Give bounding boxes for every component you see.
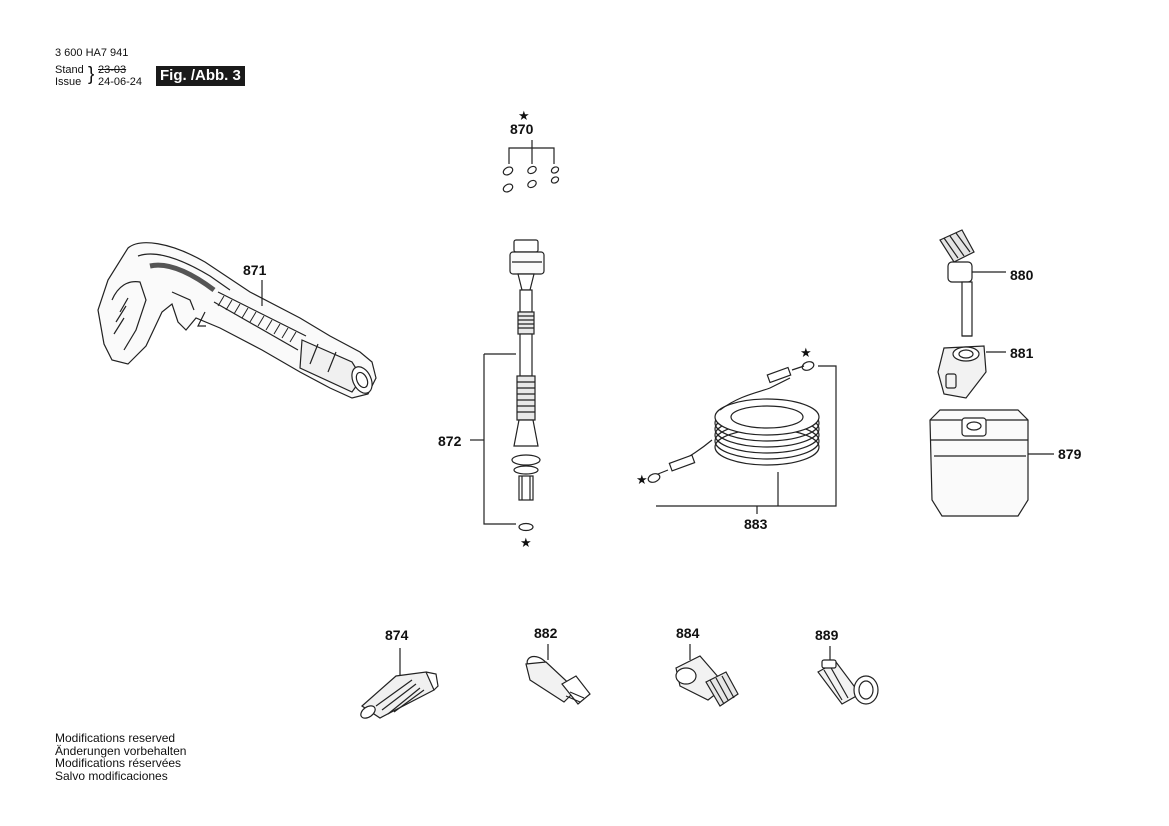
star-mark-883-top: ★ [800, 346, 812, 361]
star-mark-872: ★ [520, 536, 532, 551]
foam-nozzle-drawing [939, 229, 1006, 337]
stand-date: 23-03 [98, 64, 127, 76]
figure-label: Fig. /Abb. 3 [156, 66, 245, 86]
o-ring-set-drawing [502, 140, 560, 193]
coupling-884-drawing [675, 644, 739, 707]
footer-line-de: Änderungen vorbehalten [55, 743, 187, 758]
connector-882-drawing [525, 644, 591, 705]
footer-line-en: Modifications reserved [55, 731, 176, 745]
issue-label: Issue [55, 76, 82, 88]
spray-gun-drawing [97, 242, 377, 399]
issue-date: 24-06-24 [98, 76, 143, 88]
brace-icon: } [88, 64, 95, 85]
hose-drawing [647, 361, 837, 514]
callout-880: 880 [1010, 267, 1034, 283]
callout-884: 884 [676, 625, 700, 641]
callout-881: 881 [1010, 345, 1034, 361]
callout-879: 879 [1058, 446, 1082, 462]
star-mark-870: ★ [518, 109, 530, 124]
callout-883: 883 [744, 516, 768, 532]
callout-882: 882 [534, 625, 558, 641]
stand-label: Stand [55, 64, 84, 76]
callout-874: 874 [385, 627, 409, 643]
detergent-tank-drawing [929, 409, 1054, 517]
footer-line-es: Salvo modificaciones [55, 768, 168, 783]
adapter-889-drawing [817, 646, 879, 705]
callout-872: 872 [438, 433, 462, 449]
callout-871: 871 [243, 262, 267, 278]
star-mark-883-left: ★ [636, 473, 648, 488]
lance-drawing [470, 239, 545, 532]
rotary-nozzle-drawing [360, 648, 439, 719]
modifications-note: Modifications reserved Änderungen vorbeh… [55, 732, 186, 782]
document-number: 3 600 HA7 941 [55, 47, 129, 59]
cap-drawing [937, 345, 1006, 399]
callout-889: 889 [815, 627, 839, 643]
footer-line-fr: Modifications réservées [55, 756, 182, 770]
callout-870: 870 [510, 121, 534, 137]
